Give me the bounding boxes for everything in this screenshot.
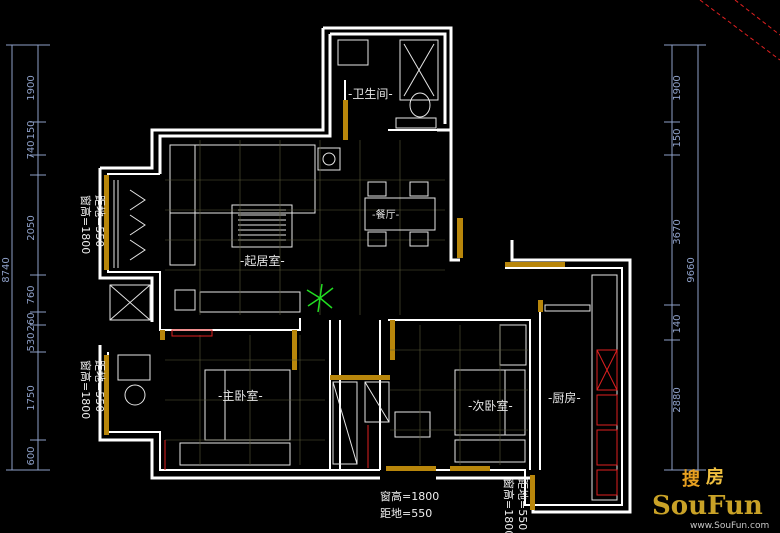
bathroom-fixtures	[337, 39, 439, 129]
dim-text: 3670	[672, 219, 683, 244]
kitchen-counter	[544, 274, 618, 501]
window-note-bottom-right: 窗高=1800 距地=550	[502, 478, 529, 533]
watermark-cn-1: 搜	[682, 468, 701, 490]
soufun-watermark: 搜 房 SouFun www.SouFun.com	[652, 466, 769, 531]
dim-left-segments: 1900 740 150 2050 760 260 530 1750 600	[26, 75, 37, 465]
living-furniture	[169, 144, 341, 313]
room-label-second: -次卧室-	[468, 398, 513, 413]
watermark-url: www.SouFun.com	[690, 521, 769, 531]
room-label-master: -主卧室-	[218, 388, 263, 403]
left-dimension-lines	[6, 44, 50, 471]
living-floor-grid	[165, 140, 445, 315]
dim-text: 760	[26, 285, 37, 304]
dim-left-total: 8740	[1, 257, 12, 282]
dim-text: 150	[26, 120, 37, 139]
dim-text: 140	[672, 314, 683, 333]
window-note-bottom-2: 距地=550	[380, 507, 432, 520]
dim-text: 740	[26, 140, 37, 159]
dim-text: 530	[26, 332, 37, 351]
second-bedroom-furniture	[394, 324, 527, 463]
window-note-line: 窗高=1800	[79, 360, 93, 419]
master-bedroom-grid	[165, 335, 325, 465]
room-label-bathroom: -卫生间-	[348, 87, 393, 101]
dim-text: 260	[26, 312, 37, 331]
closets	[332, 381, 390, 465]
room-label-dining: -餐厅-	[372, 208, 400, 221]
dining-set	[364, 181, 436, 247]
room-label-kitchen: -厨房-	[548, 390, 581, 405]
red-axis-marks	[699, 0, 780, 61]
dim-text: 2880	[672, 387, 683, 412]
master-bedroom-furniture	[117, 354, 291, 466]
left-window-hatch	[109, 180, 151, 321]
window-note-left-top: 窗高=1800 距地=550	[79, 195, 106, 254]
watermark-brand: SouFun	[652, 491, 763, 521]
watermark-cn-2: 房	[706, 466, 724, 488]
window-note-line: 距地=550	[93, 360, 106, 412]
dim-text: 600	[26, 446, 37, 465]
dim-right-segments: 1900 150 3670 140 2880	[672, 75, 683, 412]
room-label-living: -起居室-	[240, 253, 285, 268]
second-bedroom-grid	[390, 325, 528, 465]
door-jambs	[104, 100, 565, 510]
dim-text: 8740	[1, 257, 12, 282]
window-note-line: 窗高=1800	[502, 478, 516, 533]
dim-text: 1900	[26, 75, 37, 100]
window-note-line: 距地=550	[93, 195, 106, 247]
window-note-bottom-1: 窗高=1800	[380, 489, 439, 503]
window-note-left-bottom: 窗高=1800 距地=550	[79, 360, 106, 419]
plant-icon	[306, 283, 334, 313]
dim-right-total: 9660	[686, 257, 697, 282]
window-note-line: 窗高=1800	[79, 195, 93, 254]
dim-text: 1750	[26, 385, 37, 410]
right-dimension-lines	[664, 44, 706, 471]
dim-text: 9660	[686, 257, 697, 282]
kitchen-appliances	[164, 329, 618, 496]
dim-text: 150	[672, 128, 683, 147]
dim-text: 2050	[26, 215, 37, 240]
window-note-line: 距地=550	[516, 478, 529, 530]
dim-text: 1900	[672, 75, 683, 100]
